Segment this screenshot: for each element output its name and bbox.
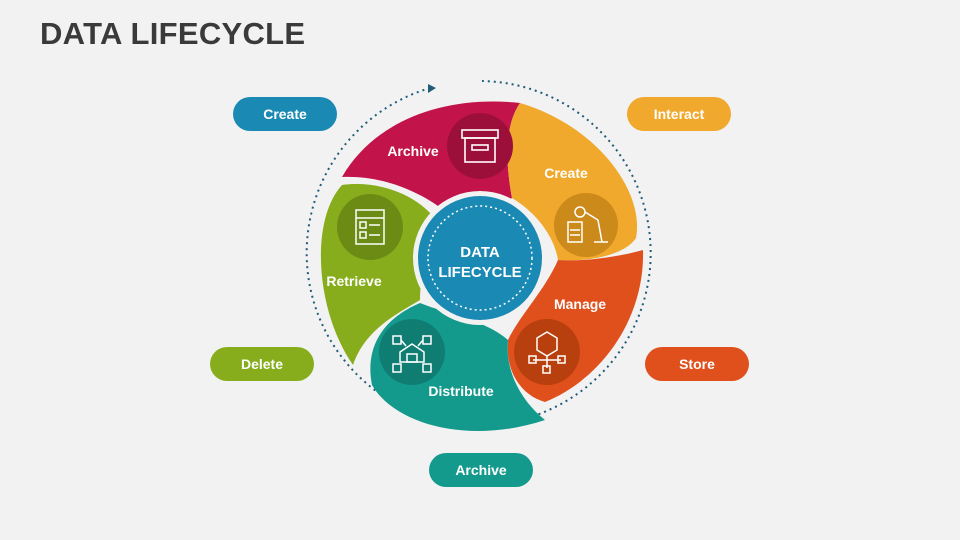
pill-archive: Archive	[429, 453, 533, 487]
archive-icon-group	[447, 113, 513, 179]
segment-label-manage: Manage	[554, 296, 606, 312]
cube-network-icon	[528, 331, 566, 374]
warehouse-network-icon	[392, 335, 432, 373]
center-label-line1: DATA	[460, 244, 500, 261]
robot-arm-icon	[567, 206, 608, 243]
segment-label-retrieve: Retrieve	[326, 273, 381, 289]
center-hub: DATA LIFECYCLE	[413, 191, 547, 325]
pill-create: Create	[233, 97, 337, 131]
create-icon-group	[554, 193, 618, 257]
page-title: DATA LIFECYCLE	[40, 16, 306, 51]
archive-box-icon	[461, 129, 499, 163]
manage-icon-group	[514, 319, 580, 385]
distribute-icon-group	[379, 319, 445, 385]
pill-delete: Delete	[210, 347, 314, 381]
checklist-document-icon	[355, 209, 385, 245]
segment-label-archive: Archive	[387, 143, 439, 159]
center-label-line2: LIFECYCLE	[438, 264, 521, 281]
retrieve-icon-group	[337, 194, 403, 260]
segment-label-create: Create	[544, 165, 588, 181]
pill-interact: Interact	[627, 97, 731, 131]
pill-store: Store	[645, 347, 749, 381]
segment-label-distribute: Distribute	[428, 383, 494, 399]
outer-arrowhead-icon	[428, 84, 436, 93]
